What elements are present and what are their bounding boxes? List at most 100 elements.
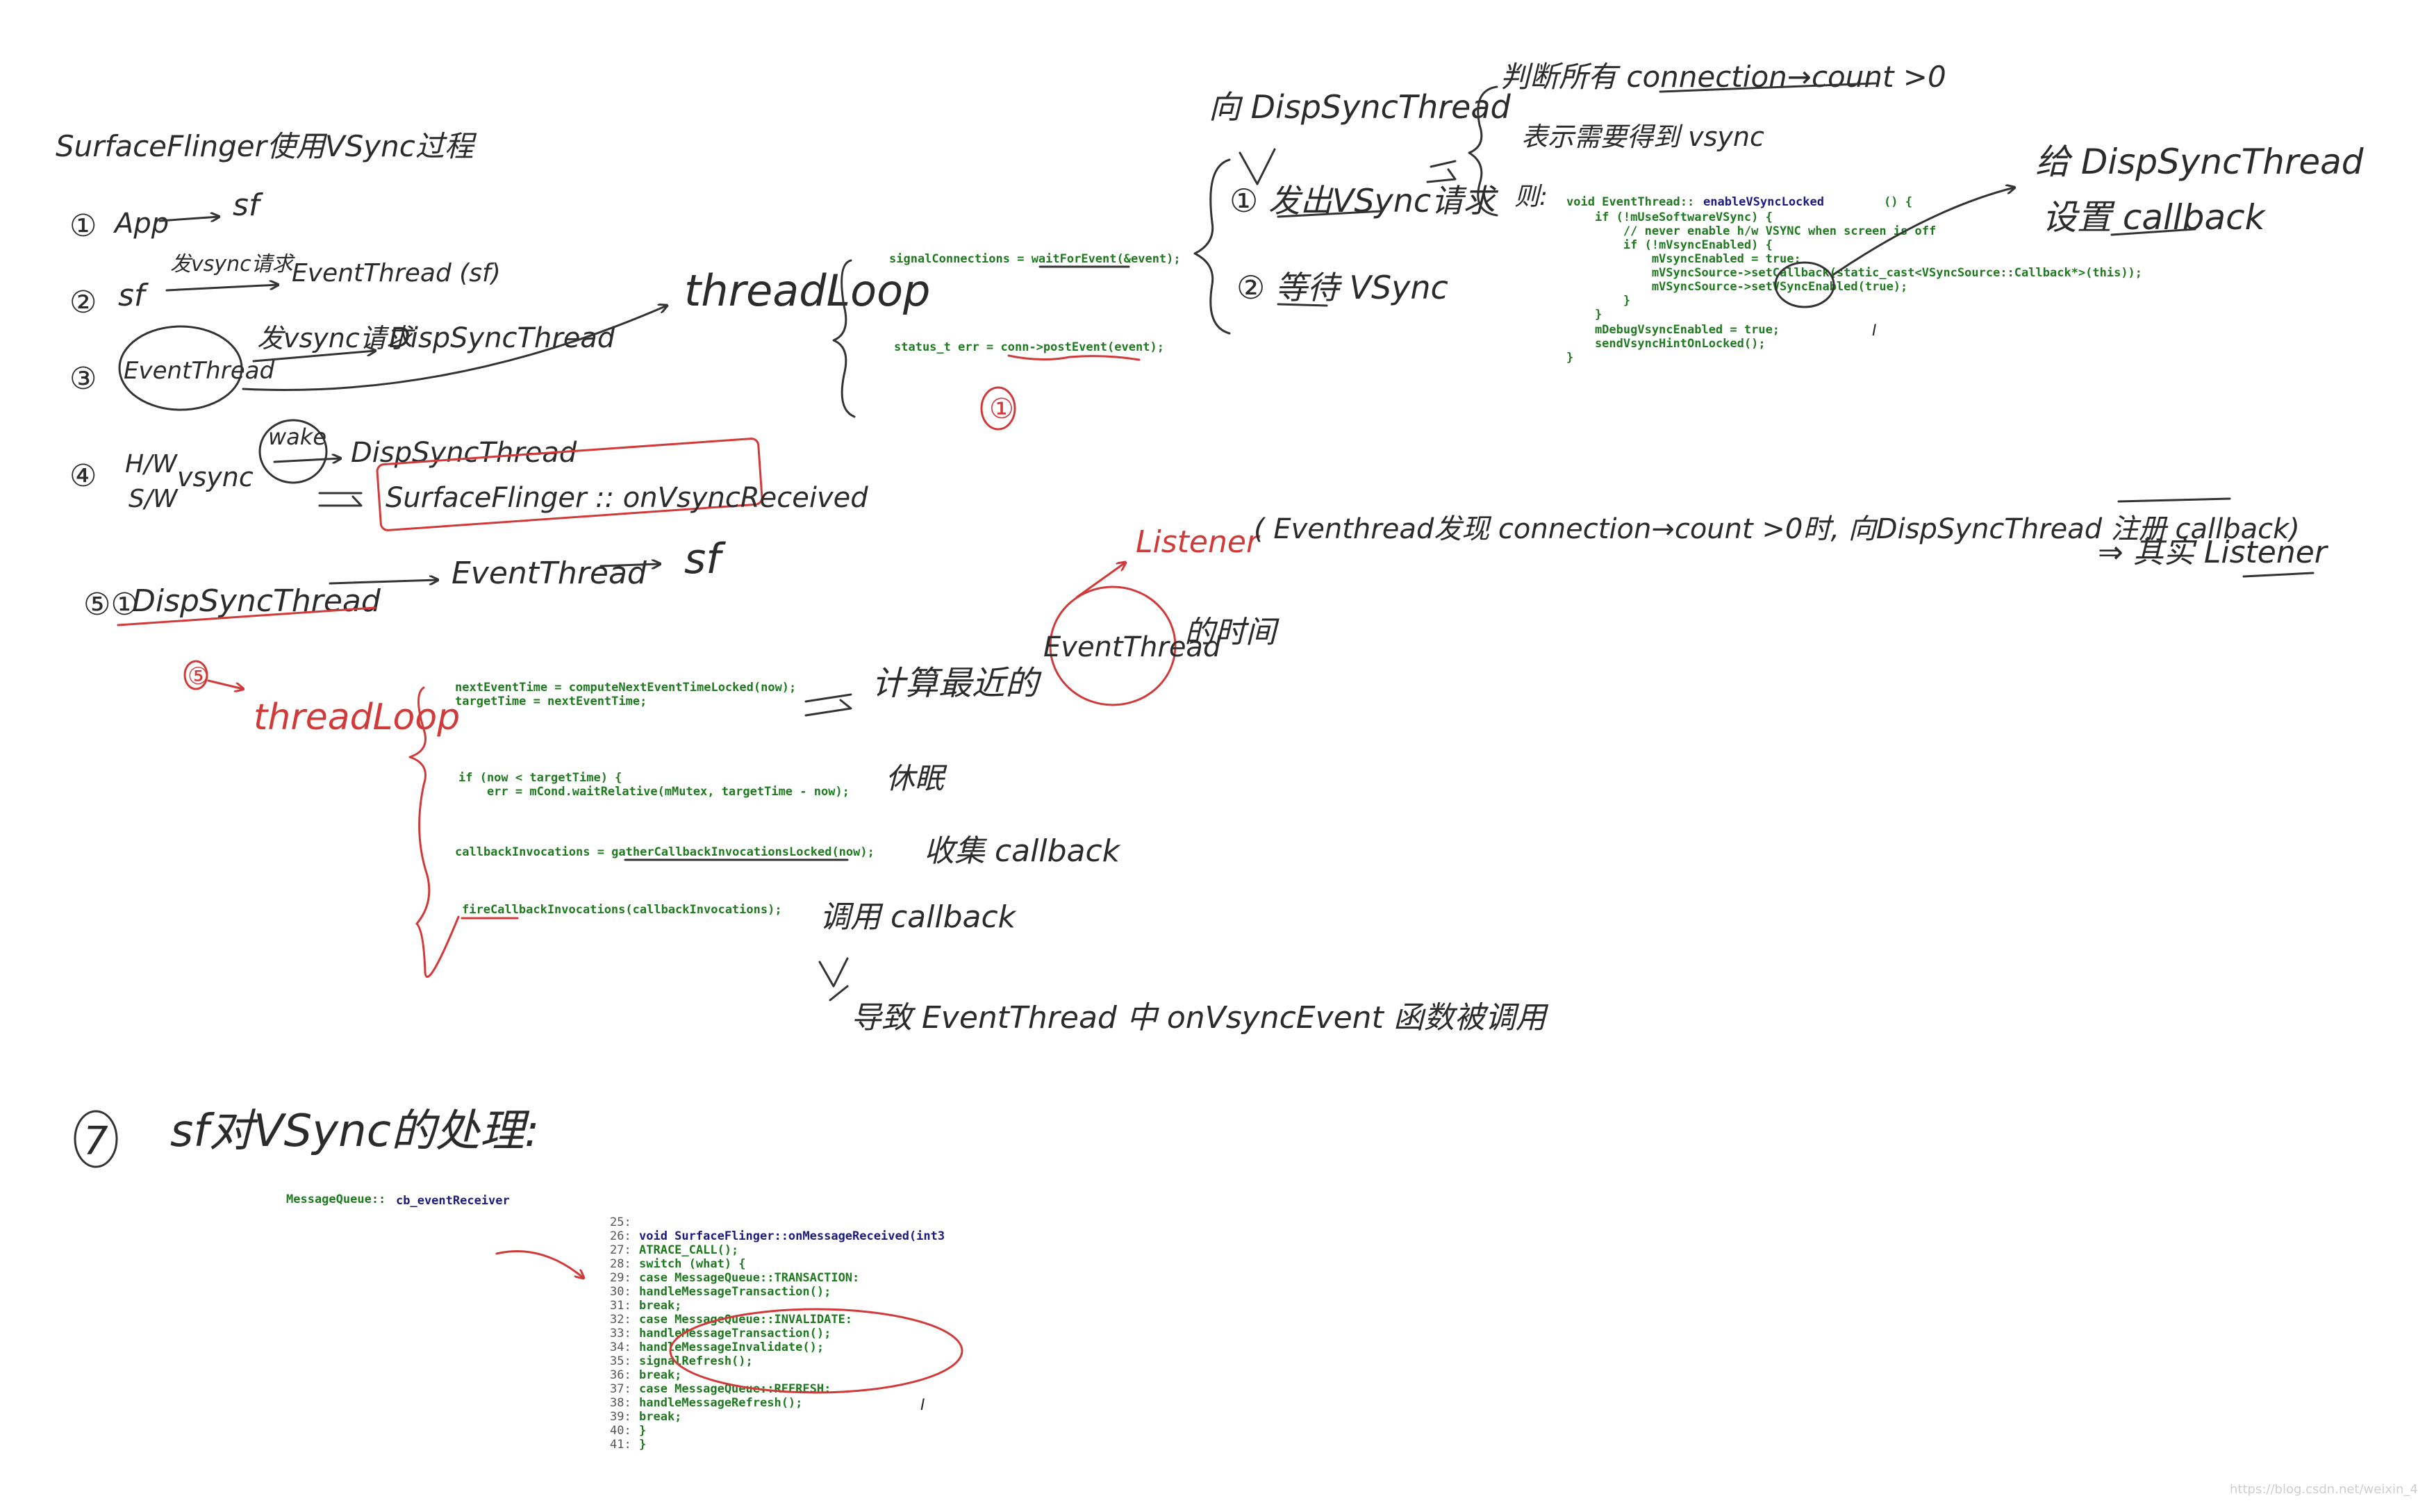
red-five-arrow bbox=[207, 679, 243, 689]
note-req1: ① 发出VSync请求 bbox=[1229, 182, 1498, 219]
step-3-label: 发vsync请求 bbox=[257, 323, 416, 354]
note-listener: Listener bbox=[1136, 524, 1261, 560]
code-loop2-line1: nextEventTime = computeNextEventTimeLock… bbox=[455, 681, 796, 695]
note-calc-tail: 的时间 bbox=[1184, 615, 1280, 650]
notes-vsync-request: 向 DispSyncThread ① 发出VSync请求 ② 等待 VSync … bbox=[1193, 60, 1946, 335]
msg-line-number: 26: bbox=[610, 1229, 631, 1243]
code-loop1: signalConnections = waitForEvent(&event)… bbox=[889, 252, 1181, 431]
step-5-number: ⑤① bbox=[83, 587, 138, 622]
code-enable-line7: } bbox=[1566, 294, 1630, 308]
msg-line-text: case MessageQueue::INVALIDATE: bbox=[639, 1313, 852, 1327]
invalidate-circle bbox=[669, 1308, 963, 1394]
watermark: https://blog.csdn.net/weixin_43012780 bbox=[2230, 1482, 2418, 1497]
msg-line-number: 32: bbox=[610, 1313, 631, 1327]
msg-line-text: break; bbox=[639, 1368, 681, 1382]
check-mark bbox=[1239, 148, 1276, 185]
step-2-text: sf bbox=[118, 278, 149, 313]
code-loop2-line3: if (now < targetTime) { bbox=[458, 771, 622, 785]
step-3-target: DispSyncThread bbox=[389, 322, 615, 354]
note-leads: 导致 EventThread 中 onVsyncEvent 函数被调用 bbox=[851, 1000, 1549, 1036]
step-5-mid: EventThread bbox=[452, 556, 647, 591]
step-7-number: 7 bbox=[83, 1119, 108, 1164]
note-calc: 计算最近的 bbox=[872, 664, 1042, 703]
step-5-text: DispSyncThread bbox=[132, 583, 381, 619]
step-5-arrow-a bbox=[329, 580, 438, 583]
code-loop1-line2: status_t err = conn->postEvent(event); bbox=[894, 340, 1164, 354]
note-set-callback-underline bbox=[2110, 228, 2196, 236]
msg-line-number: 33: bbox=[610, 1327, 631, 1340]
red-five-mark: ⑤ bbox=[188, 663, 208, 690]
red-brace-bottom bbox=[415, 915, 460, 978]
msg-line-text: handleMessageInvalidate(); bbox=[639, 1340, 824, 1354]
step-7-text: sf对VSync的处理: bbox=[170, 1106, 539, 1157]
code-loop1-red-underline bbox=[1007, 354, 1141, 361]
code-loop2-line5: callbackInvocations = gatherCallbackInvo… bbox=[455, 845, 875, 859]
code-enable-line0-suffix: () { bbox=[1884, 195, 1912, 209]
step-1-number: ① bbox=[69, 208, 97, 244]
msg-line-number: 28: bbox=[610, 1257, 631, 1271]
brace-loop1 bbox=[832, 259, 856, 418]
msg-line-text: switch (what) { bbox=[639, 1257, 746, 1271]
invoke-double-arrow bbox=[818, 957, 849, 1002]
calc-double-arrow bbox=[804, 693, 852, 717]
note-collect: 收集 callback bbox=[924, 833, 1121, 869]
text-cursor-icon-2: I bbox=[920, 1397, 925, 1414]
step-2-number: ② bbox=[69, 285, 97, 320]
step-2: ② sf 发vsync请求 EventThread (sf) bbox=[69, 252, 501, 320]
msg-line-number: 31: bbox=[610, 1299, 631, 1313]
mq-title-name: cb_eventReceiver bbox=[396, 1194, 510, 1208]
msg-line-text: handleMessageRefresh(); bbox=[639, 1396, 802, 1410]
listener-red-arrow bbox=[1075, 563, 1125, 599]
note-listener-eq: ⇒ 其实 Listener bbox=[2098, 535, 2329, 570]
step-3-arrow-a bbox=[252, 351, 375, 363]
note-then: 则: bbox=[1514, 183, 1548, 211]
double-arrow-1 bbox=[1426, 160, 1457, 183]
note-sleep: 休眠 bbox=[886, 761, 947, 795]
msg-line-text: break; bbox=[639, 1410, 681, 1424]
listener-callback-underline bbox=[2117, 497, 2231, 503]
msg-line-text: handleMessageTransaction(); bbox=[639, 1285, 831, 1299]
step-2-arrow bbox=[165, 285, 278, 292]
red-brace-top bbox=[408, 686, 431, 925]
msg-line-number: 39: bbox=[610, 1410, 631, 1424]
code-enable-line0-name: enableVSyncLocked bbox=[1703, 195, 1824, 209]
onvsync-box bbox=[376, 438, 763, 531]
step-5: ⑤① DispSyncThread EventThread sf bbox=[83, 535, 726, 626]
code-enable-line11: } bbox=[1566, 351, 1573, 365]
code-enable-line2: // never enable h/w VSYNC when screen is… bbox=[1566, 224, 1936, 238]
code-enable-line10: sendVsyncHintOnLocked(); bbox=[1566, 337, 1766, 351]
wake-circle bbox=[258, 419, 328, 484]
msg-code-lines: 25:26: void SurfaceFlinger::onMessageRece… bbox=[610, 1215, 945, 1452]
note-set-callback: 设置 callback bbox=[2042, 197, 2267, 238]
step-4-sw: S/W bbox=[129, 485, 179, 513]
note-req2-underline bbox=[1277, 303, 1328, 307]
code-loop2-line4: err = mCond.waitRelative(mMutex, targetT… bbox=[458, 785, 850, 799]
msg-line-number: 27: bbox=[610, 1243, 631, 1257]
note-judge-underline bbox=[1659, 82, 1877, 93]
step-5-red-underline bbox=[117, 606, 376, 626]
mq-red-arrow bbox=[495, 1250, 583, 1278]
code-enable-line6: mVSyncSource->setVSyncEnabled(true); bbox=[1566, 280, 1907, 294]
msg-line-number: 25: bbox=[610, 1215, 631, 1229]
msg-line-number: 29: bbox=[610, 1271, 631, 1285]
step-2-label: 发vsync请求 bbox=[170, 252, 296, 276]
threadloop-2-label: threadLoop bbox=[254, 697, 460, 738]
msg-line-text: void SurfaceFlinger::onMessageReceived(i… bbox=[639, 1229, 945, 1243]
code-enable-line0-prefix: void EventThread:: bbox=[1566, 195, 1694, 209]
step-4-target2: SurfaceFlinger :: onVsyncReceived bbox=[386, 482, 868, 514]
msg-line-number: 37: bbox=[610, 1382, 631, 1396]
msg-line-number: 38: bbox=[610, 1396, 631, 1410]
code-loop2-line2: targetTime = nextEventTime; bbox=[455, 695, 647, 708]
step-1-target: sf bbox=[233, 188, 264, 223]
step-2-target: EventThread (sf) bbox=[292, 259, 501, 288]
note-req2: ② 等待 VSync bbox=[1236, 269, 1448, 306]
calc-eventthread-circle bbox=[1049, 585, 1177, 706]
msg-line-number: 40: bbox=[610, 1424, 631, 1438]
red-one-circle bbox=[980, 386, 1016, 431]
step-7-circle bbox=[74, 1110, 118, 1168]
step-4-wake: wake bbox=[268, 424, 326, 450]
step-3-threadloop: threadLoop bbox=[684, 265, 930, 316]
setcallback-circle bbox=[1774, 261, 1835, 308]
code-message: MessageQueue:: cb_eventReceiver 25:26:vo… bbox=[286, 1193, 963, 1452]
